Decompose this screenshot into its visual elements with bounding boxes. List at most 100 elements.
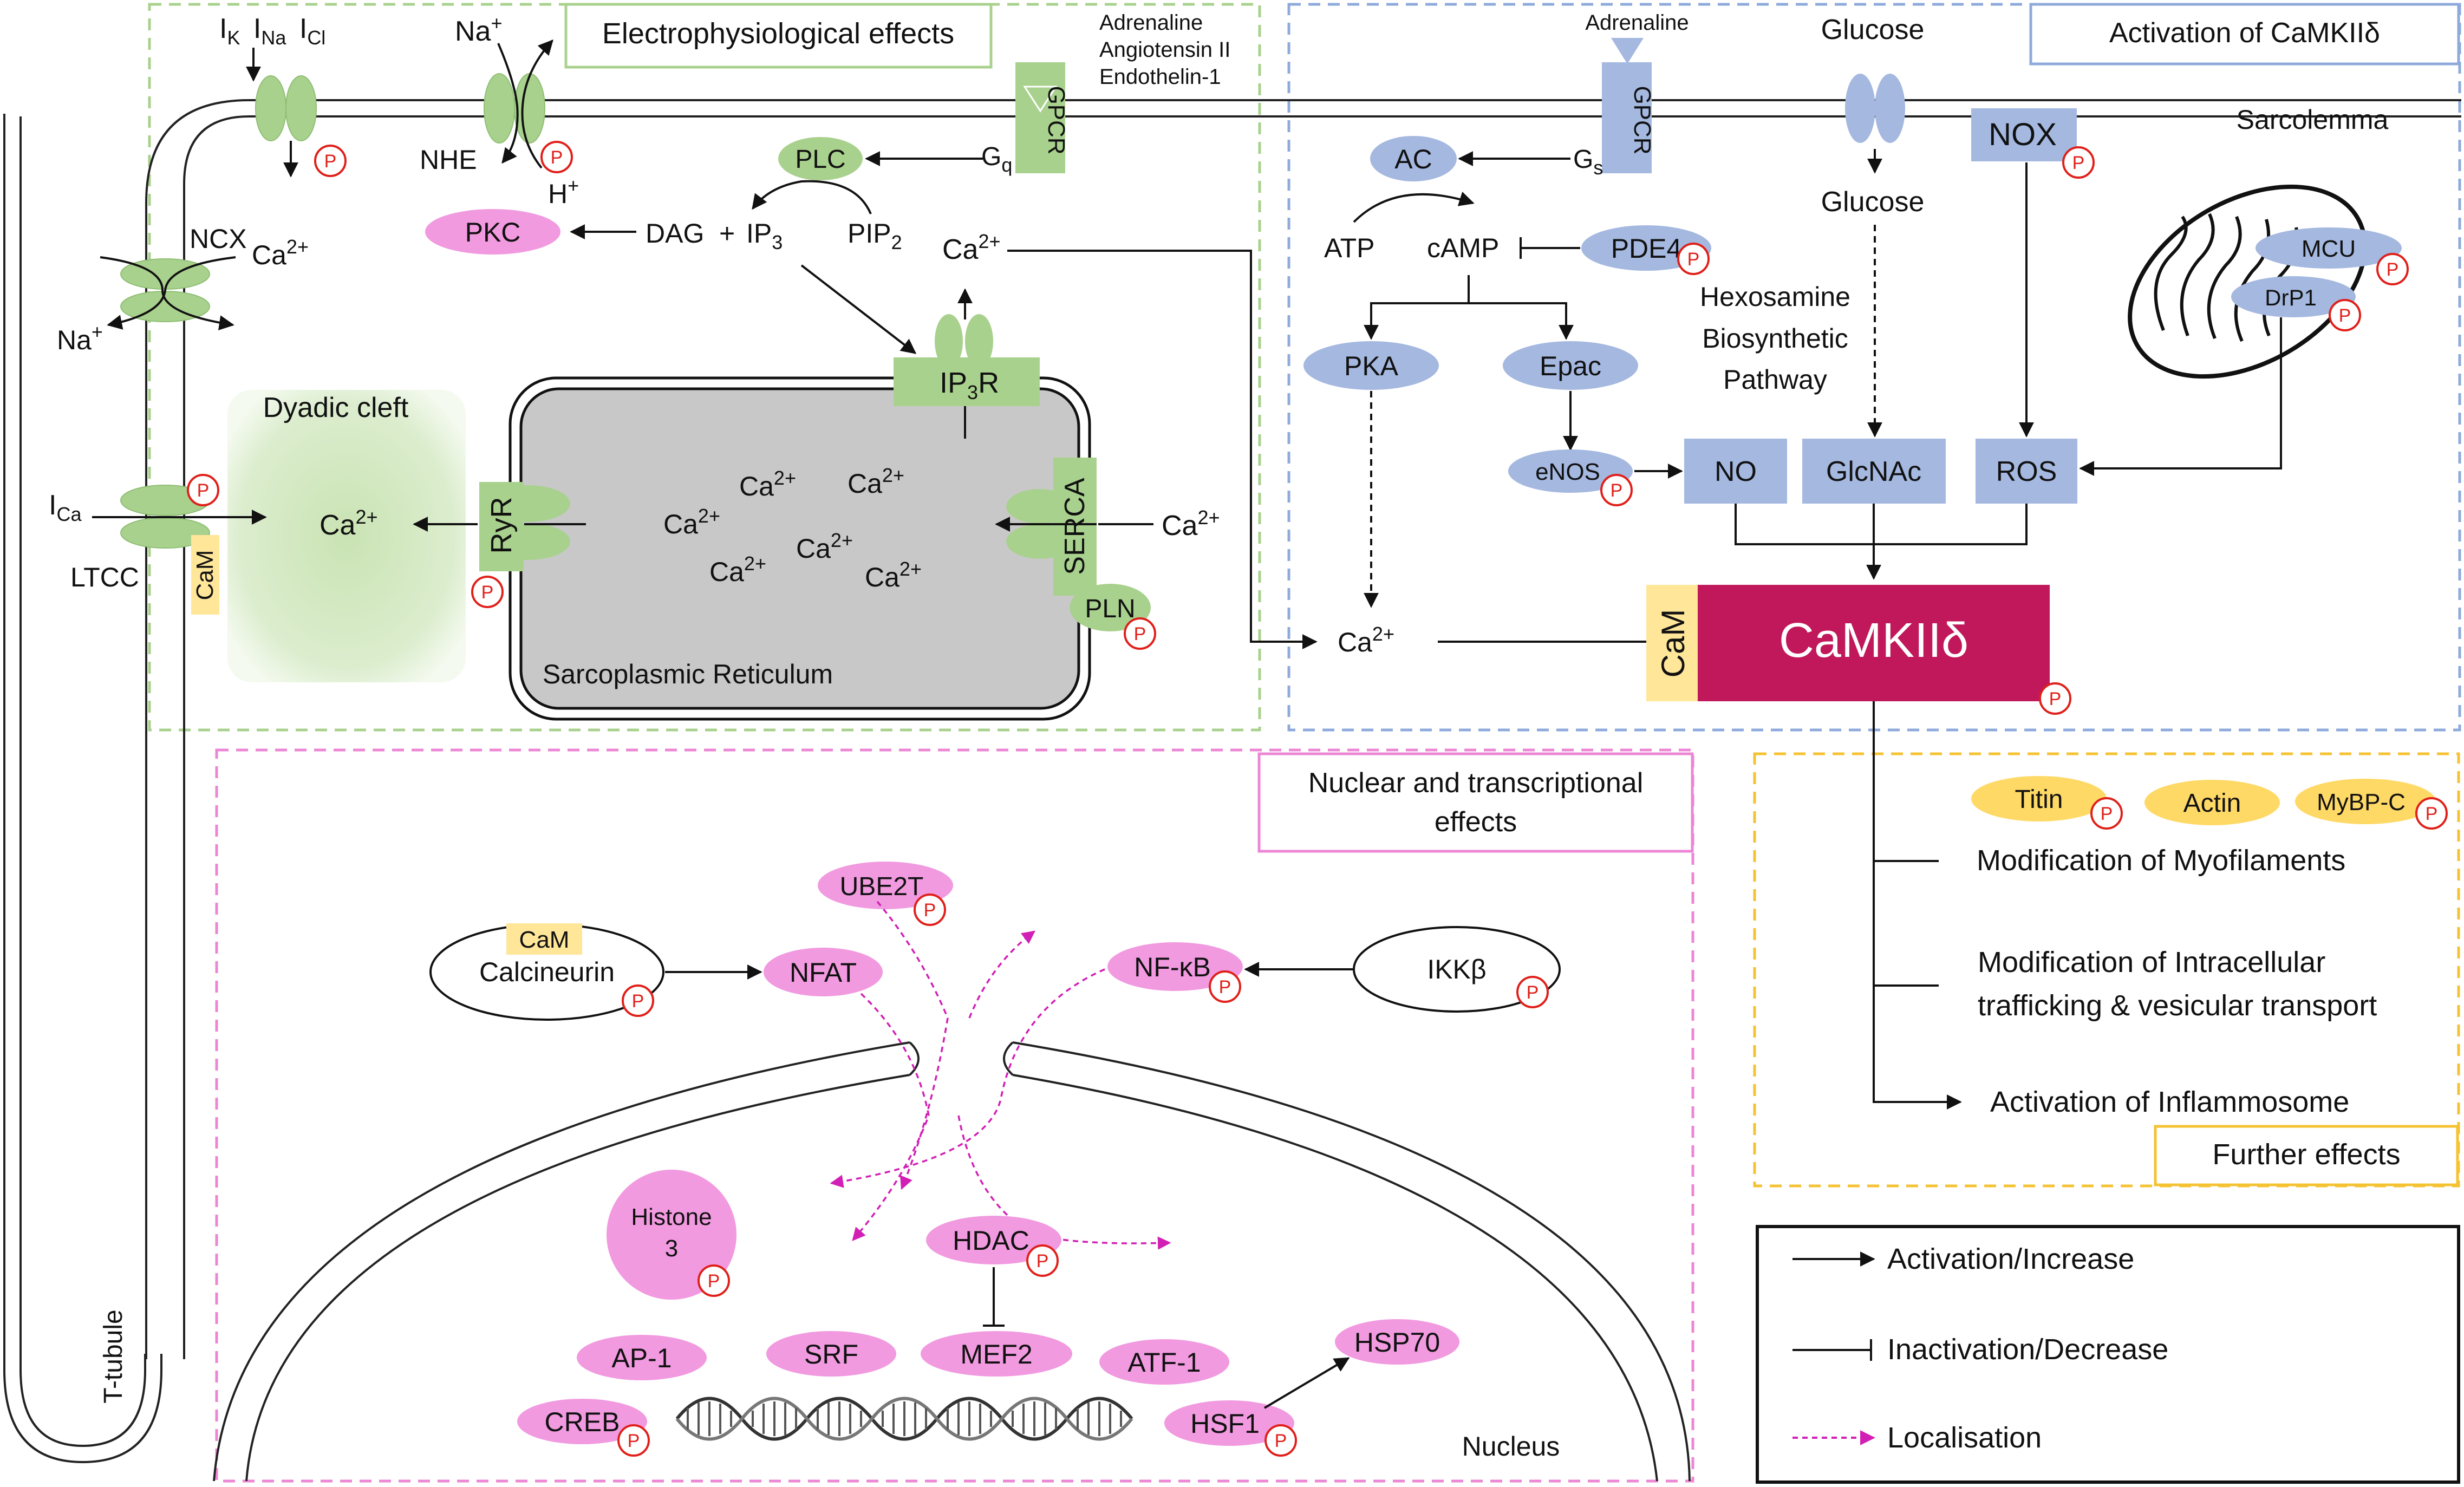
ncx-label: NCX: [190, 224, 247, 254]
nucleus-label: Nucleus: [1462, 1431, 1560, 1462]
phospho-badge-nhe: P: [540, 141, 573, 173]
legend-activation: Activation/Increase: [1887, 1243, 2134, 1275]
phospho-badge-calcineurin: P: [622, 984, 654, 1017]
glcnac-label: GlcNAc: [1826, 456, 1921, 487]
phospho-badge-enos: P: [1600, 474, 1633, 506]
camk-title-box: [2029, 3, 2460, 66]
mediators-merge: [1735, 504, 2028, 578]
hdac-enzyme: [926, 1216, 1061, 1264]
phospho-badge-label: P: [551, 147, 563, 168]
ica-label: ICa: [49, 490, 82, 525]
ncx-ca-label: Ca2+: [252, 236, 309, 270]
phospho-badge-hsf1: P: [1264, 1424, 1297, 1457]
gpcr-left-label: GPCR: [1043, 86, 1070, 154]
srf-label: SRF: [804, 1339, 858, 1369]
atp-camp-arrow: [1353, 191, 1475, 223]
nuclear-title-line1: Nuclear and transcriptional: [1308, 767, 1644, 799]
sr-label: Sarcoplasmic Reticulum: [543, 659, 833, 689]
sr-ca-6: Ca2+: [865, 558, 922, 592]
hbp-line1: Hexosamine: [1700, 282, 1850, 312]
nuclear-title-line2: effects: [1435, 806, 1517, 838]
pkc-label: PKC: [465, 217, 521, 247]
camkii-ca-label: Ca2+: [1338, 623, 1394, 657]
histone3-line2: 3: [665, 1235, 678, 1262]
hbp-line3: Pathway: [1723, 364, 1827, 395]
ion-channel-ik-ina-icl: [255, 75, 317, 141]
phospho-badge-ltcc: P: [187, 474, 219, 506]
phospho-badge-camkii: P: [2039, 682, 2071, 715]
pln-label: PLN: [1085, 595, 1135, 623]
nfat-label: NFAT: [790, 957, 857, 988]
sarcolemma-membrane: [3, 99, 2461, 1464]
plc-enzyme: [778, 137, 863, 180]
hsf1-tf: [1164, 1400, 1294, 1446]
phospho-badge-label: P: [1611, 480, 1623, 501]
pln-protein: [1070, 584, 1151, 631]
sr-ca-3: Ca2+: [663, 505, 720, 539]
phospho-badge-hdac: P: [1026, 1244, 1059, 1277]
atf1-label: ATF-1: [1127, 1347, 1201, 1378]
ltcc-cam-box: [191, 535, 219, 615]
histone3-protein: [607, 1170, 736, 1300]
traffic-effect-line1: Modification of Intracellular: [1978, 946, 2325, 979]
camkii-cam-label: CaM: [1655, 609, 1691, 678]
ligand-endothelin: Endothelin-1: [1099, 65, 1221, 89]
pip2-label: PIP2: [848, 218, 902, 253]
ikkb-label: IKKβ: [1427, 954, 1486, 984]
phospho-badge-label: P: [632, 991, 644, 1012]
actin-protein: [2144, 780, 2280, 825]
phospho-badge-label: P: [1037, 1251, 1049, 1271]
phospho-badge-label: P: [197, 480, 210, 501]
pka-label: PKA: [1344, 351, 1399, 381]
ip3-ip3r-arrow: [800, 264, 917, 354]
dyadic-cleft-label: Dyadic cleft: [263, 392, 409, 423]
phospho-badge-pln: P: [1124, 617, 1156, 650]
hbp-line2: Biosynthetic: [1702, 323, 1848, 354]
phospho-badge-mcu: P: [2376, 253, 2409, 285]
phospho-badge-label: P: [1275, 1431, 1287, 1451]
ltcc-label: LTCC: [70, 562, 139, 592]
gq-label: Gq: [981, 142, 1012, 176]
enos-label: eNOS: [1535, 459, 1600, 485]
gpcr-left: [1015, 62, 1065, 173]
ligand-adrenaline-right: Adrenaline: [1585, 11, 1689, 35]
phospho-badge-titin: P: [2090, 797, 2123, 830]
inflammasome-effect: Activation of Inflammosome: [1990, 1086, 2349, 1118]
nhe-exchanger: [484, 73, 545, 144]
cytosolic-ca-label: Ca2+: [942, 230, 1001, 265]
dag-label: DAG: [646, 218, 704, 249]
localisation-arrows: [830, 901, 1171, 1250]
camkii-cam-box: [1646, 585, 1698, 701]
creb-label: CREB: [545, 1407, 620, 1437]
calcineurin-cam-box: [506, 923, 582, 955]
hdac-label: HDAC: [953, 1225, 1029, 1256]
phospho-badge-label: P: [2387, 259, 2399, 280]
camkii-label: CaMKIIδ: [1779, 614, 1968, 668]
hsp70-protein: [1335, 1319, 1459, 1365]
phospho-badge-ikkb: P: [1516, 976, 1549, 1008]
ap1-tf: [577, 1335, 707, 1380]
phospho-badge-ik-channel: P: [314, 145, 347, 177]
gpcr-left-ligand: [1023, 86, 1058, 113]
mito-ros-arrow: [2079, 317, 2282, 476]
sr-calcium-pool: Ca2+ Ca2+ Ca2+ Ca2+ Ca2+ Ca2+: [663, 464, 922, 592]
mitochondrion: [2128, 184, 2367, 379]
phospho-badge-label: P: [1134, 624, 1146, 644]
ncx-ca-arrow: [107, 256, 236, 330]
ncx-na-arrow: [100, 256, 234, 331]
glucose-in-label: Glucose: [1821, 186, 1925, 218]
gs-label: Gs: [1573, 145, 1603, 179]
sarcolemma-label: Sarcolemma: [2237, 105, 2389, 135]
nhe-na-arrow: [497, 43, 519, 164]
traffic-effect-line2: trafficking & vesicular transport: [1978, 989, 2377, 1022]
epac-label: Epac: [1540, 351, 1601, 381]
current-labels-top: IK INa ICl: [219, 13, 325, 51]
gpcr-right: [1602, 62, 1652, 173]
nfkb-protein: [1107, 942, 1243, 991]
mef2-label: MEF2: [960, 1339, 1032, 1369]
hsf1-hsp70-arrow: [1263, 1357, 1350, 1409]
nfkb-label: NF-κB: [1134, 952, 1211, 982]
srf-tf: [766, 1331, 896, 1377]
